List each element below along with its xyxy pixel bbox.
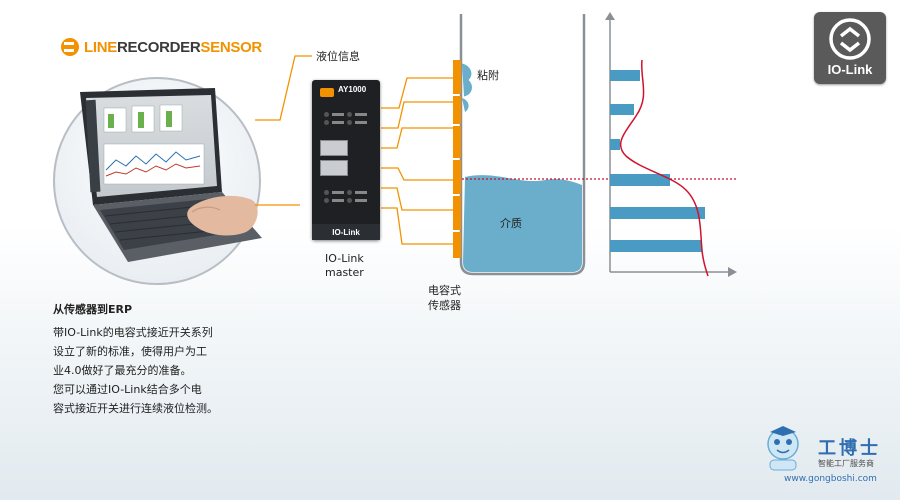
sensor-element [453, 126, 461, 158]
device-ports-bottom [324, 190, 368, 214]
iolink-badge: IO-Link [814, 12, 886, 84]
iolink-badge-text: IO-Link [827, 62, 873, 77]
logo-icon [61, 38, 79, 56]
signal-bar [610, 104, 634, 115]
laptop-illustration [53, 77, 262, 285]
sensor-element [453, 232, 461, 258]
label-adhesion: 粘附 [477, 69, 499, 82]
device-footer: IO-Link [312, 224, 380, 240]
label-master: IO-Link master [325, 252, 364, 280]
ethernet-port [320, 160, 348, 176]
label-level-info: 液位信息 [316, 50, 360, 63]
brand-logo: LINERECORDERSENSOR [60, 37, 262, 57]
description-line: 带IO-Link的电容式接近开关系列 [53, 326, 213, 339]
signal-chart [605, 12, 737, 277]
signal-bar [610, 240, 702, 252]
watermark-url: www.gongboshi.com [784, 474, 877, 484]
device-ports-top [324, 112, 368, 134]
label-sensor-line1: 电容式 [428, 284, 461, 297]
signal-bar [610, 174, 670, 186]
logo-text-1: LINE [84, 38, 117, 56]
sensor-element [453, 160, 461, 194]
signal-curve [619, 59, 709, 277]
label-master-line2: master [325, 266, 364, 279]
logo-text-3: SENSOR [200, 38, 262, 56]
device-model: AY1000 [338, 85, 367, 94]
sensor-element [453, 60, 461, 94]
label-sensor-line2: 传感器 [428, 299, 461, 312]
description-heading: 从传感器到ERP [53, 303, 133, 316]
description-line: 业4.0做好了最充分的准备。 [53, 364, 192, 377]
mascot-icon [767, 426, 799, 471]
sensor-element [453, 96, 461, 124]
watermark-subtitle: 智能工厂服务商 [818, 459, 874, 468]
tank [459, 14, 586, 276]
signal-bar [610, 139, 620, 150]
sensor-array [453, 60, 461, 258]
ethernet-port [320, 140, 348, 156]
description-line: 设立了新的标准，使得用户为工 [53, 345, 207, 358]
logo-text-2: RECORDER [116, 38, 201, 56]
signal-bar [610, 70, 640, 81]
watermark-title: 工博士 [818, 438, 881, 459]
device-logo-icon [320, 88, 334, 97]
watermark: 工博士 智能工厂服务商 www.gongboshi.com [762, 420, 892, 490]
label-sensor: 电容式 传感器 [428, 283, 461, 313]
iolink-master-device: AY1000 IO-Link [312, 80, 380, 240]
description-line: 您可以通过IO-Link结合多个电 [53, 383, 202, 396]
description-line: 容式接近开关进行连续液位检测。 [53, 402, 218, 415]
signal-bar [610, 207, 705, 219]
sensor-element [453, 196, 461, 230]
device-footer-text: IO-Link [332, 227, 360, 237]
connector-lines [255, 55, 455, 245]
description-block: 从传感器到ERP 带IO-Link的电容式接近开关系列 设立了新的标准，使得用户… [53, 300, 273, 418]
label-master-line1: IO-Link [325, 252, 364, 265]
label-medium: 介质 [500, 217, 522, 230]
iolink-logo-icon [829, 18, 871, 60]
